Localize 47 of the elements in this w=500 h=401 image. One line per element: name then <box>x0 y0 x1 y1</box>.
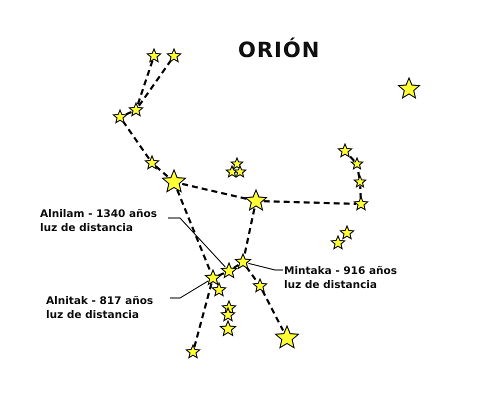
star-icon <box>353 196 369 212</box>
star-icon <box>353 175 367 189</box>
star-icon <box>146 48 162 64</box>
dashed-line <box>136 60 154 106</box>
dashed-line <box>122 120 150 160</box>
dashed-line <box>154 165 168 178</box>
dashed-line <box>218 272 224 277</box>
star-icon <box>274 325 300 351</box>
star-icon <box>230 157 244 171</box>
leader-line <box>168 218 226 268</box>
star-label: Alnitak - 817 años luz de distancia <box>46 294 170 322</box>
dashed-line <box>245 266 258 283</box>
star-icon <box>252 278 268 294</box>
dashed-line <box>264 200 356 205</box>
star-icon <box>185 344 201 360</box>
dashed-line <box>261 290 284 331</box>
star-icon <box>166 48 182 64</box>
leader-line <box>248 262 284 270</box>
star-icon <box>337 143 353 159</box>
star-icon <box>233 165 247 179</box>
star-icon <box>112 109 128 125</box>
dashed-line <box>182 182 249 200</box>
star-icon <box>244 189 268 213</box>
star-icon <box>144 155 160 171</box>
dashed-line <box>359 186 362 200</box>
star-icon <box>350 157 364 171</box>
star-icon <box>397 77 421 101</box>
star-icon <box>220 262 238 280</box>
star-icon <box>128 102 144 118</box>
dashed-line <box>124 110 132 116</box>
dashed-line <box>348 154 355 162</box>
title: ORIÓN <box>238 38 320 62</box>
star-label: Mintaka - 916 años luz de distancia <box>284 264 412 292</box>
star-label: Alnilam - 1340 años luz de distancia <box>40 207 168 235</box>
dashed-line <box>138 59 172 107</box>
star-icon <box>220 307 236 323</box>
dashed-line <box>193 283 213 348</box>
star-icon <box>225 165 239 179</box>
star-icon <box>211 282 227 298</box>
dashed-line <box>233 264 239 269</box>
leader-line <box>170 280 209 298</box>
star-icon <box>204 269 222 287</box>
star-icon <box>339 225 355 241</box>
star-icon <box>330 235 346 251</box>
star-icon <box>234 253 252 271</box>
star-icon <box>161 169 187 195</box>
star-icon <box>219 320 237 338</box>
